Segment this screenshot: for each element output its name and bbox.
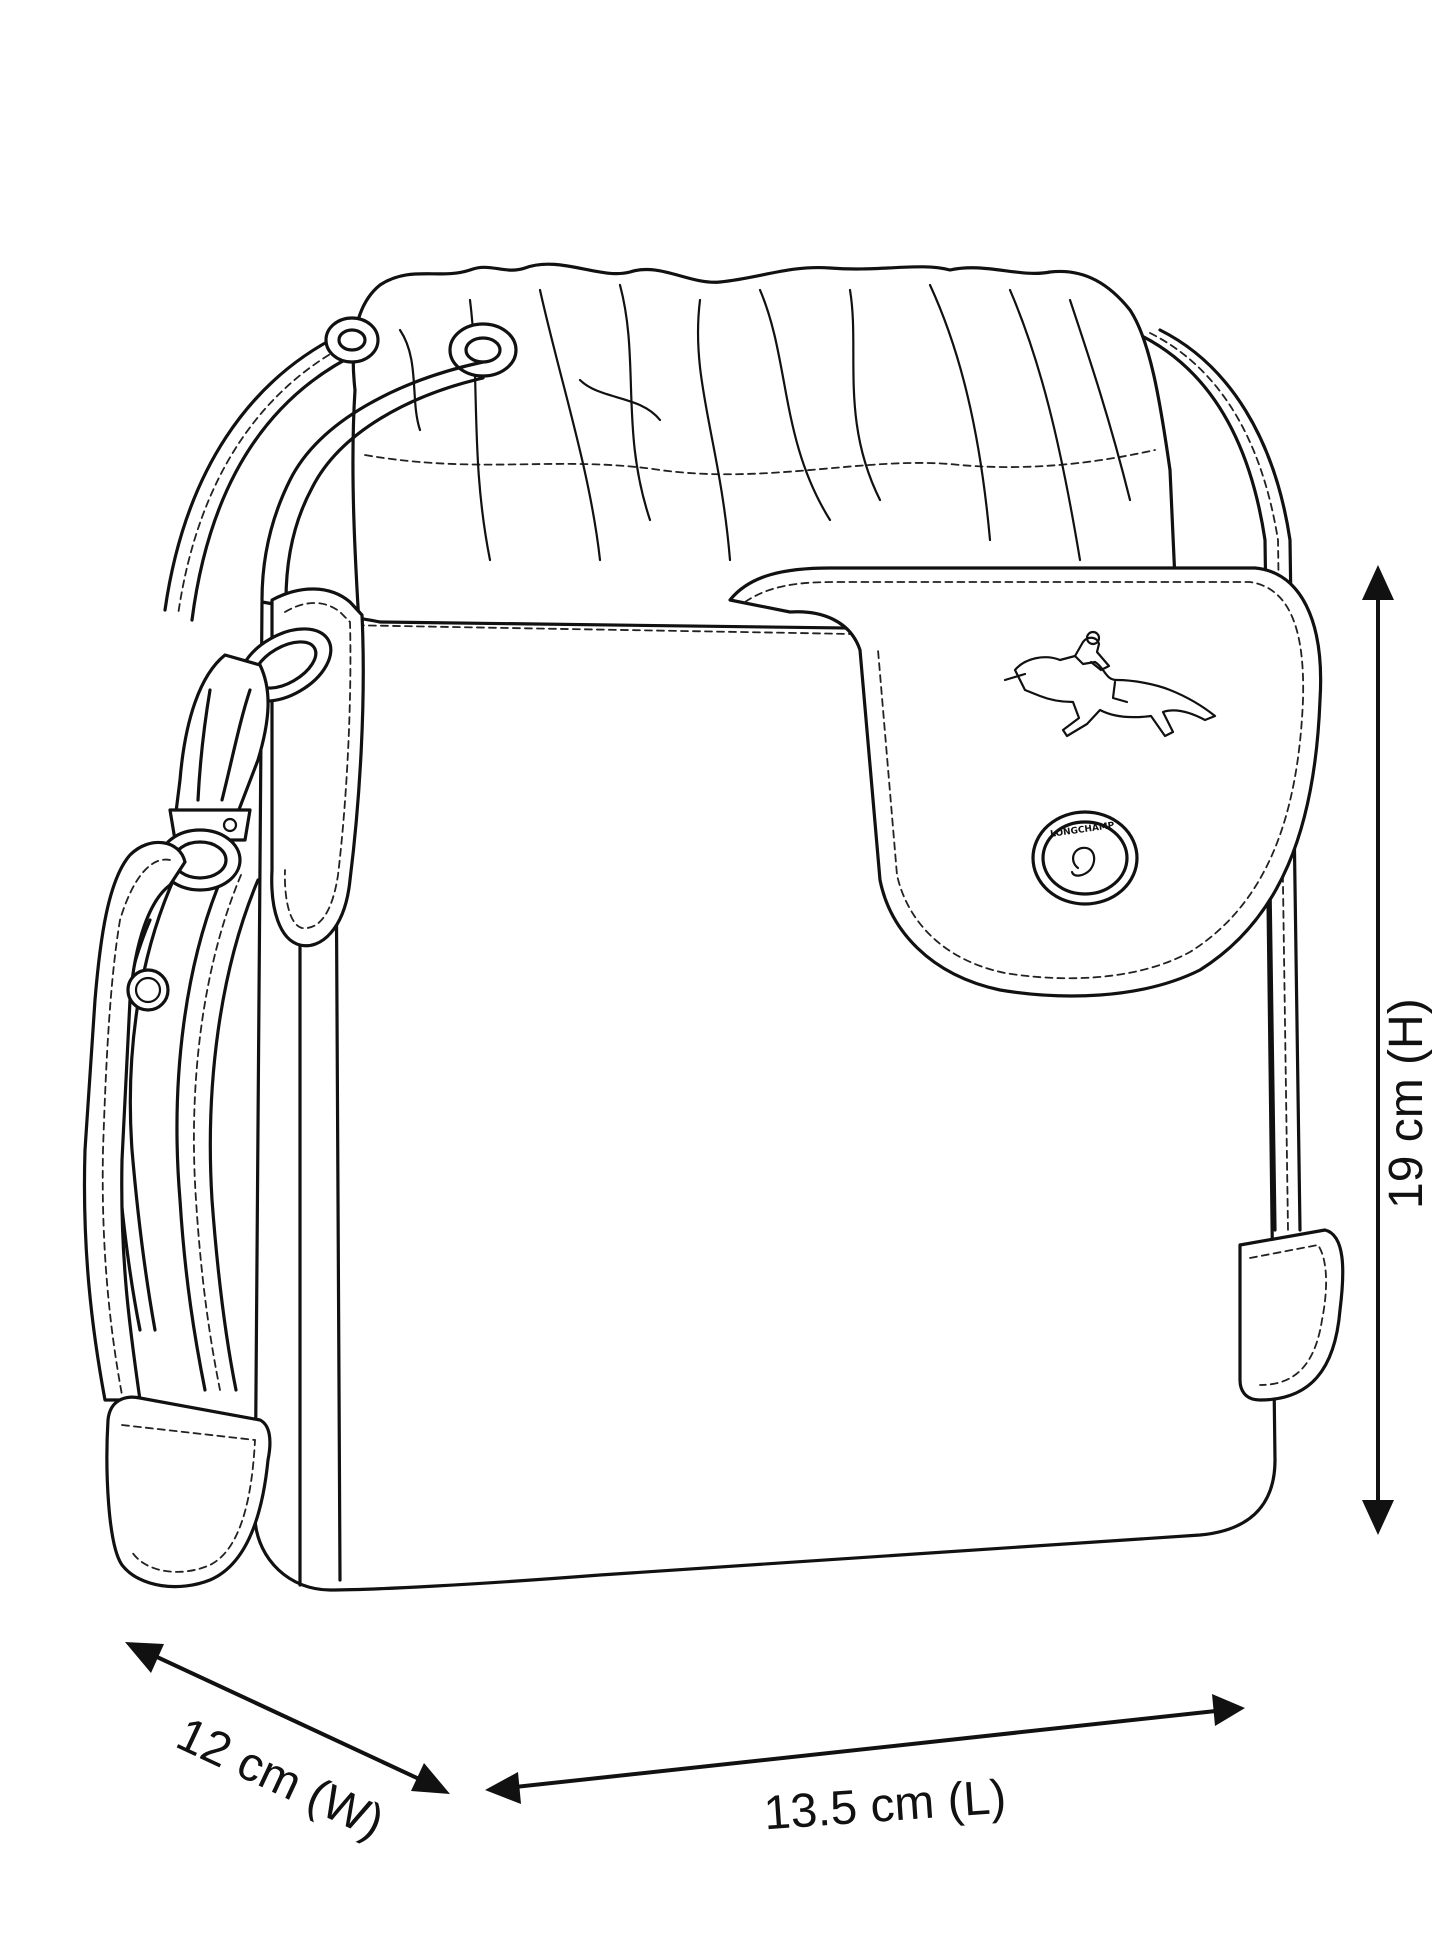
height-dimension-arrow bbox=[1362, 565, 1394, 1535]
side-tab-right bbox=[1238, 1228, 1345, 1402]
height-label: 19 cm (H) bbox=[1380, 998, 1433, 1209]
width-dimension-arrow bbox=[125, 1642, 450, 1794]
side-tab-left-bottom bbox=[105, 1395, 272, 1589]
press-stud-icon: LONGCHAMP bbox=[1031, 810, 1139, 906]
eyelets bbox=[324, 316, 518, 378]
shoulder-strap-back bbox=[163, 328, 1302, 1232]
horse-rider-logo-icon bbox=[1003, 630, 1217, 738]
front-flap bbox=[728, 566, 1323, 998]
length-dimension-arrow bbox=[485, 1694, 1245, 1804]
drawstring-pouch bbox=[351, 262, 1177, 642]
strap-end-loop bbox=[82, 840, 187, 1402]
snap-hook-icon bbox=[158, 627, 333, 892]
drawstring-cord bbox=[260, 360, 485, 602]
